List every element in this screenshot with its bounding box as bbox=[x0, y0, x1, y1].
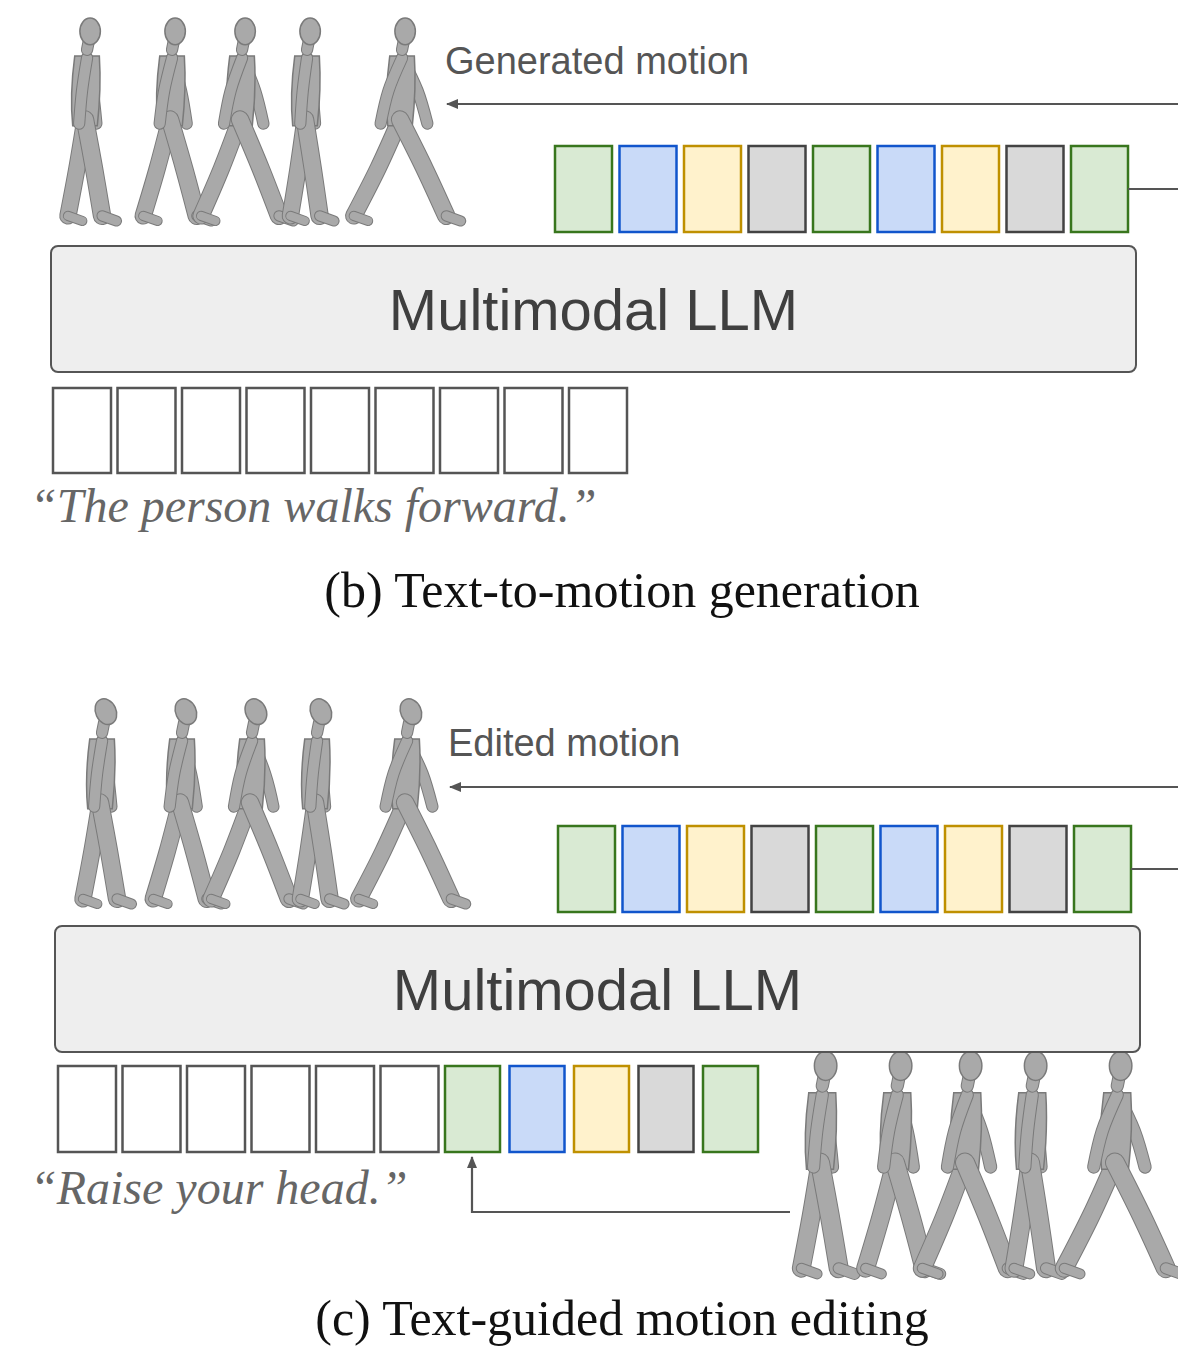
token-box bbox=[942, 146, 999, 232]
model-box: Multimodal LLM bbox=[54, 925, 1141, 1053]
token-box bbox=[187, 1066, 245, 1152]
text-tokens bbox=[53, 388, 627, 473]
human-figure bbox=[201, 18, 293, 221]
token-box bbox=[574, 1066, 629, 1152]
token-box bbox=[182, 388, 240, 473]
token-box bbox=[58, 1066, 116, 1152]
human-figure bbox=[68, 18, 116, 221]
input-motion-tokens bbox=[445, 1066, 758, 1152]
token-box bbox=[1007, 146, 1064, 232]
token-box bbox=[1010, 826, 1067, 912]
token-box bbox=[53, 388, 111, 473]
token-box bbox=[247, 388, 305, 473]
token-box bbox=[558, 826, 615, 912]
human-figure bbox=[801, 1051, 854, 1274]
output-label: Edited motion bbox=[448, 722, 680, 766]
token-box bbox=[703, 1066, 758, 1152]
token-box bbox=[316, 1066, 374, 1152]
token-box bbox=[505, 388, 563, 473]
output-label: Generated motion bbox=[445, 40, 749, 84]
output-arrow bbox=[450, 786, 1178, 788]
token-box bbox=[510, 1066, 565, 1152]
token-box bbox=[252, 1066, 310, 1152]
token-box bbox=[881, 826, 938, 912]
token-box bbox=[569, 388, 627, 473]
output-line bbox=[1128, 188, 1178, 190]
input-arrow bbox=[472, 1157, 790, 1212]
motion-sequence bbox=[68, 18, 461, 221]
human-figure bbox=[300, 695, 344, 904]
human-figure bbox=[354, 18, 461, 221]
text-tokens bbox=[58, 1066, 439, 1152]
human-figure bbox=[1014, 1051, 1062, 1274]
motion-sequence bbox=[83, 695, 466, 904]
panel-caption: (b) Text-to-motion generation bbox=[324, 562, 919, 620]
token-box bbox=[816, 826, 873, 912]
token-box bbox=[878, 146, 935, 232]
token-box bbox=[376, 388, 434, 473]
human-figure bbox=[83, 695, 131, 904]
token-box bbox=[620, 146, 677, 232]
token-box bbox=[1074, 826, 1131, 912]
model-name: Multimodal LLM bbox=[389, 276, 798, 343]
human-figure bbox=[153, 695, 221, 904]
token-box bbox=[555, 146, 612, 232]
token-box bbox=[623, 826, 680, 912]
output-arrow bbox=[447, 103, 1178, 105]
token-box bbox=[684, 146, 741, 232]
token-box bbox=[639, 1066, 694, 1152]
output-line bbox=[1131, 868, 1178, 870]
motion-tokens bbox=[558, 826, 1131, 912]
token-box bbox=[945, 826, 1002, 912]
token-box bbox=[440, 388, 498, 473]
token-box bbox=[752, 826, 809, 912]
human-figure bbox=[290, 18, 334, 221]
token-box bbox=[311, 388, 369, 473]
token-box bbox=[687, 826, 744, 912]
panel-caption: (c) Text-guided motion editing bbox=[315, 1290, 929, 1348]
token-box bbox=[749, 146, 806, 232]
motion-sequence bbox=[801, 1051, 1178, 1274]
text-prompt: “Raise your head.” bbox=[30, 1160, 407, 1215]
token-box bbox=[445, 1066, 500, 1152]
human-figure bbox=[211, 695, 303, 904]
token-box bbox=[381, 1066, 439, 1152]
model-name: Multimodal LLM bbox=[393, 956, 802, 1023]
token-box bbox=[118, 388, 176, 473]
text-prompt: “The person walks forward.” bbox=[30, 478, 596, 533]
token-box bbox=[1071, 146, 1128, 232]
human-figure bbox=[922, 1051, 1023, 1274]
human-figure bbox=[143, 18, 211, 221]
human-figure bbox=[1064, 1051, 1178, 1274]
token-box bbox=[813, 146, 870, 232]
motion-tokens bbox=[555, 146, 1128, 232]
model-box: Multimodal LLM bbox=[50, 245, 1137, 373]
token-box bbox=[123, 1066, 181, 1152]
